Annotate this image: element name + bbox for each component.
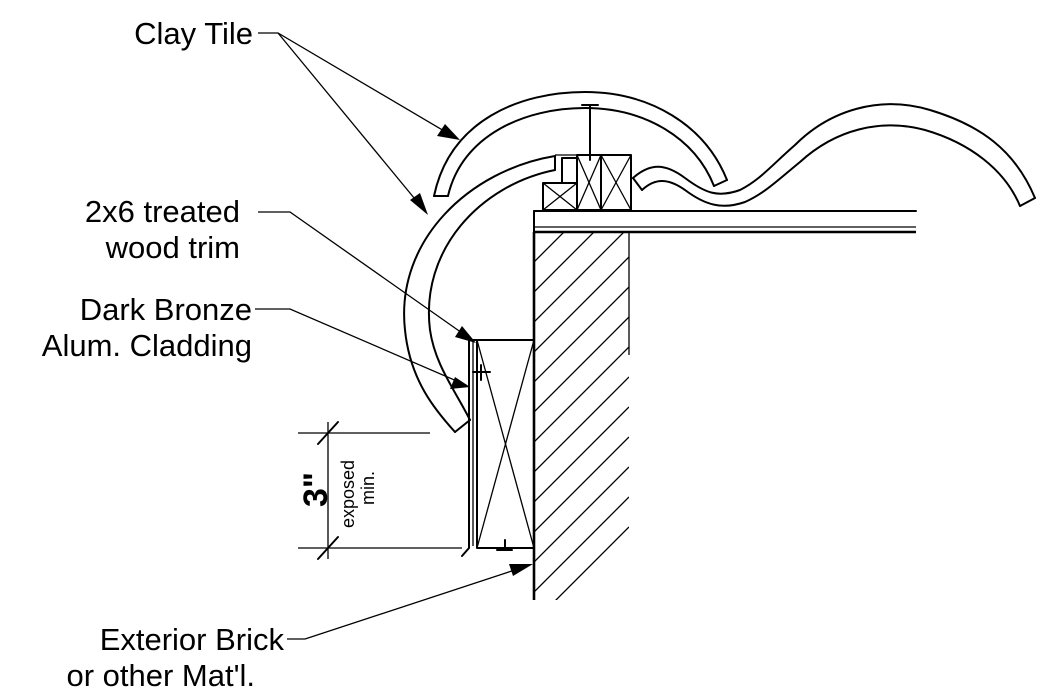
ridge-blocking [542, 104, 632, 211]
label-wood-trim-line1: 2x6 treated [85, 194, 240, 229]
label-cladding-line2: Alum. Cladding [42, 328, 252, 363]
roof-deck [533, 210, 917, 234]
dimension-value: 3" [297, 472, 335, 507]
brick-hatch [534, 232, 629, 600]
label-brick-line1: Exterior Brick [100, 622, 285, 657]
label-clay-tile: Clay Tile [134, 16, 253, 51]
dimension-note-line1: exposed [338, 460, 358, 528]
label-cladding-line1: Dark Bronze [80, 292, 252, 327]
brick-wall [532, 232, 630, 600]
leaders [255, 32, 533, 640]
label-wood-trim-line2: wood trim [105, 230, 240, 265]
dimension-note-line2: min. [358, 471, 378, 505]
wood-trim [472, 339, 535, 551]
label-brick-line2: or other Mat'l. [66, 658, 255, 692]
labels: Clay Tile 2x6 treated wood trim Dark Bro… [42, 16, 285, 692]
clay-tiles [403, 91, 1036, 433]
aluminum-cladding [461, 339, 482, 557]
dimension-exposed: 3" exposed min. [297, 421, 462, 560]
